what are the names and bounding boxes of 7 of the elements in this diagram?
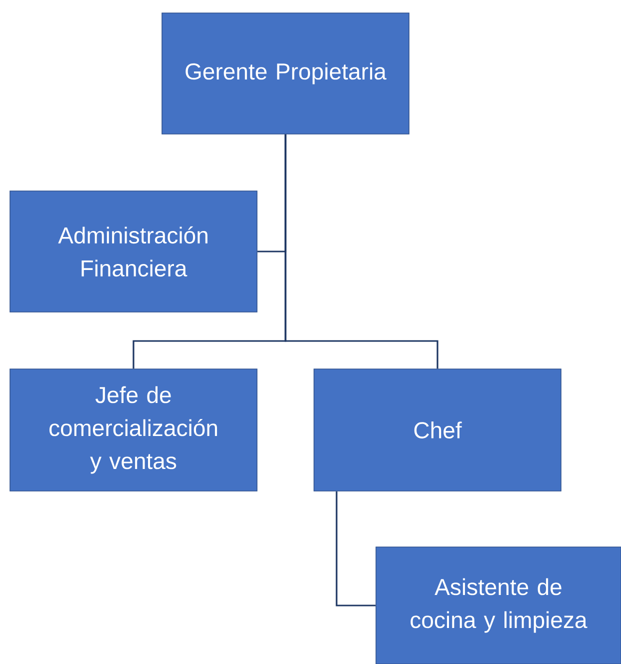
connector-line [284, 134, 438, 369]
org-box: Chef [314, 368, 562, 492]
connector-line [336, 491, 376, 606]
org-box: Jefe de comercialización y ventas [10, 368, 258, 492]
org-box: Gerente Propietaria [162, 12, 410, 134]
org-box: Asistente de cocina y limpieza [376, 546, 621, 664]
org-box: Administración Financiera [10, 190, 258, 312]
